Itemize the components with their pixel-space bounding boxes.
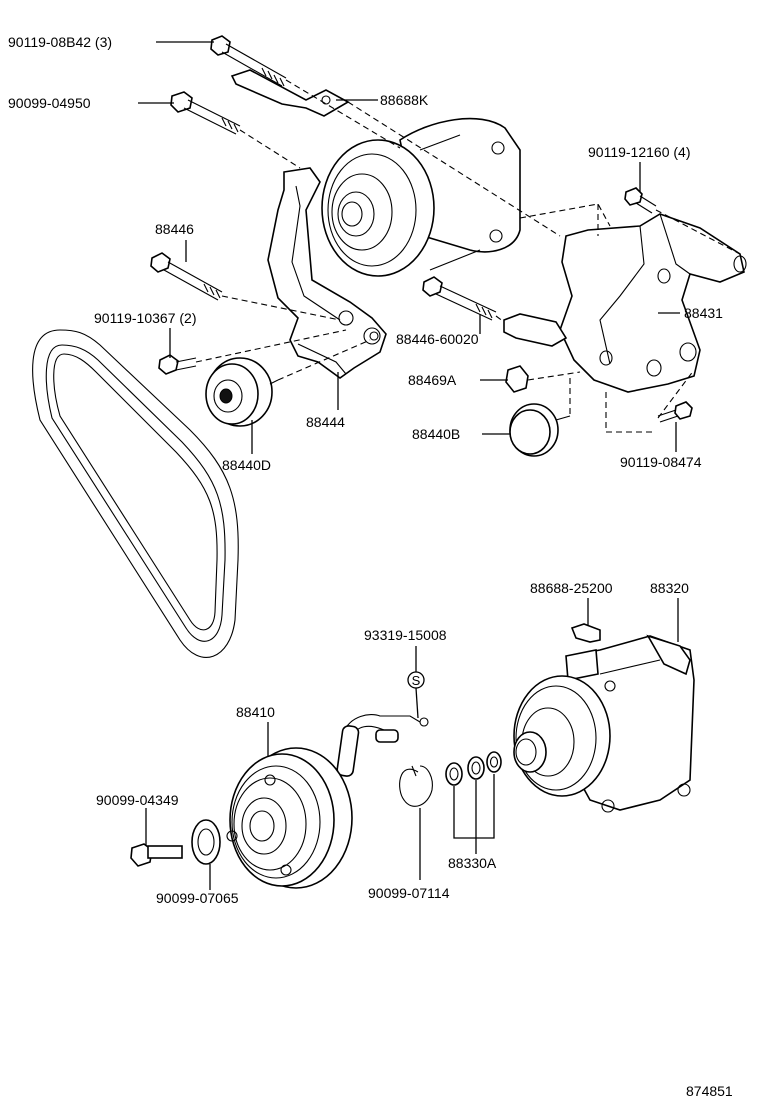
bolt-90119-08474[interactable]: [657, 401, 693, 423]
snap-ring-90099-07114[interactable]: [399, 765, 433, 807]
bolt-90119-08b42[interactable]: [210, 35, 287, 87]
idler-pulley-88440b[interactable]: [509, 403, 571, 457]
label-88330a[interactable]: 88330A: [448, 855, 497, 871]
label-90119-12160[interactable]: 90119-12160 (4): [588, 144, 690, 160]
label-90119-10367[interactable]: 90119-10367 (2): [94, 310, 196, 326]
sensor-badge-text: S: [412, 673, 421, 688]
label-88688-25200[interactable]: 88688-25200: [530, 580, 613, 596]
label-88446[interactable]: 88446: [155, 221, 194, 237]
bolt-90119-10367[interactable]: [158, 354, 197, 375]
washer-90099-07065[interactable]: [191, 819, 221, 865]
label-88410[interactable]: 88410: [236, 704, 275, 720]
drive-belt[interactable]: [32, 329, 239, 658]
label-90099-04349[interactable]: 90099-04349: [96, 792, 179, 808]
idler-pulley-88440d[interactable]: [205, 357, 279, 427]
label-88469a[interactable]: 88469A: [408, 372, 457, 388]
bolt-90099-04950[interactable]: [170, 91, 241, 135]
guide-lines-top: [195, 79, 741, 433]
clip-88688-25200[interactable]: [570, 623, 601, 643]
bracket-88431[interactable]: [503, 213, 747, 393]
compressor-top-assembly: [321, 117, 521, 277]
bracket-88444[interactable]: [267, 167, 387, 379]
bracket-88688k[interactable]: [230, 69, 350, 117]
label-88440d[interactable]: 88440D: [222, 457, 271, 473]
shims-88330a[interactable]: [445, 751, 502, 786]
label-88440b[interactable]: 88440B: [412, 426, 460, 442]
label-90119-08b42[interactable]: 90119-08B42 (3): [8, 34, 112, 50]
label-90119-08474[interactable]: 90119-08474: [620, 454, 702, 470]
diagram-number: 874851: [686, 1083, 733, 1099]
label-88446-60020[interactable]: 88446-60020: [396, 331, 479, 347]
label-88320[interactable]: 88320: [650, 580, 689, 596]
label-88444[interactable]: 88444: [306, 414, 345, 430]
leader-lines: [138, 41, 680, 890]
label-88431[interactable]: 88431: [684, 305, 723, 321]
label-90099-07114[interactable]: 90099-07114: [368, 885, 450, 901]
sensor-93319-15008[interactable]: [336, 714, 429, 777]
label-88688k[interactable]: 88688K: [380, 92, 429, 108]
bolt-90119-12160[interactable]: [624, 187, 657, 214]
compressor-88320[interactable]: [513, 634, 695, 813]
bolt-88446-60020[interactable]: [422, 276, 497, 321]
bolt-88446[interactable]: [150, 252, 223, 301]
label-90099-04950[interactable]: 90099-04950: [8, 95, 91, 111]
magnetic-clutch-88410[interactable]: [226, 747, 353, 889]
bolt-90099-04349[interactable]: [130, 843, 183, 867]
sensor-s-badge: S: [407, 671, 425, 689]
part-labels: 90119-08B42 (3) 90099-04950 88688K 90119…: [8, 34, 733, 1099]
label-93319-15008[interactable]: 93319-15008: [364, 627, 447, 643]
label-90099-07065[interactable]: 90099-07065: [156, 890, 239, 906]
spacer-88469a[interactable]: [505, 365, 529, 393]
